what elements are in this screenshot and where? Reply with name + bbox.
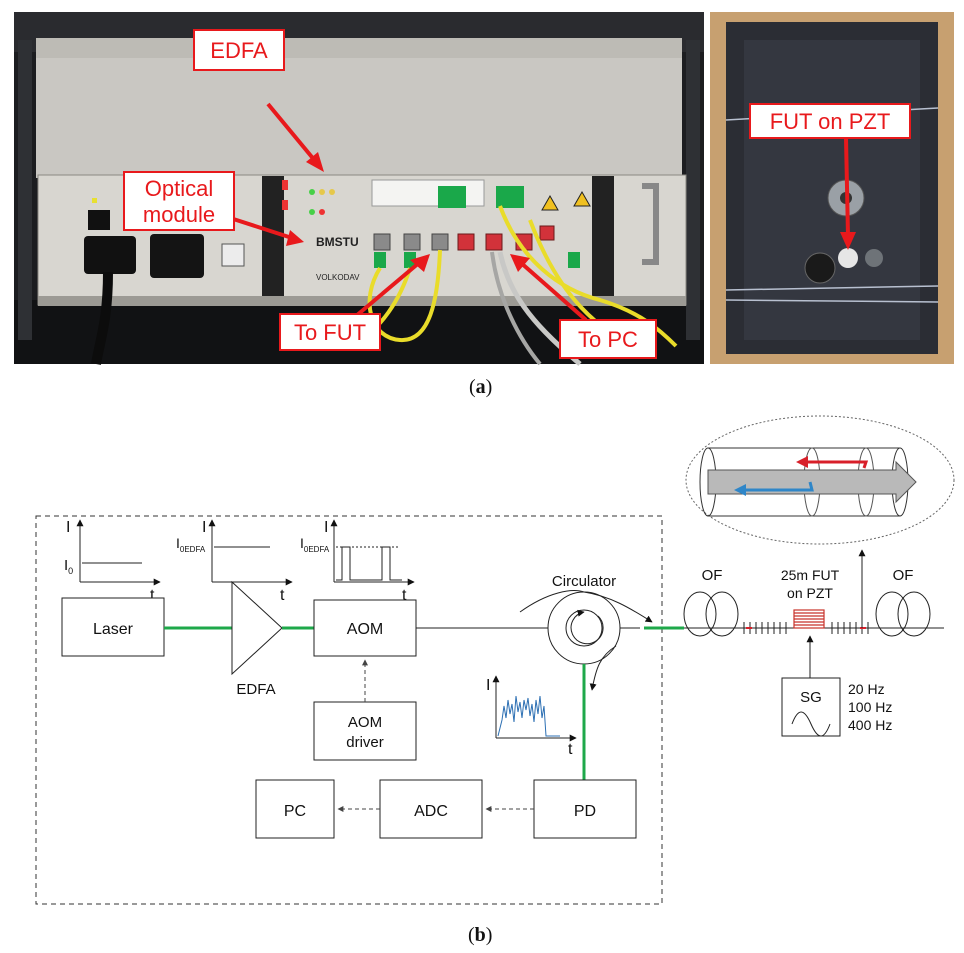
- zoom-inset: [685, 415, 955, 545]
- label-to-fut: To FUT: [294, 320, 366, 345]
- plot-edfa-output: [208, 519, 293, 586]
- sg-freq-3: 400 Hz: [848, 717, 892, 733]
- plot-edfa-x: t: [280, 587, 285, 604]
- plot-aom-level: I0EDFA: [300, 535, 330, 554]
- panel-printed-text: BMSTU VOLKODAV: [316, 235, 360, 282]
- plot-edfa-level: I0EDFA: [176, 535, 206, 554]
- fut-label-1: 25m FUT: [781, 567, 840, 583]
- label-optical-module-2: module: [143, 202, 215, 227]
- rack-photo: [14, 12, 704, 366]
- aom-block: [313, 599, 417, 657]
- aom-driver-label-2: driver: [346, 734, 384, 751]
- laser-block: [61, 597, 165, 657]
- pc-label: PC: [284, 803, 306, 820]
- laser-label: Laser: [93, 621, 134, 638]
- pd-block: [533, 779, 637, 839]
- label-fut-on-pzt: FUT on PZT: [770, 109, 891, 134]
- label-bmstu: BMSTU: [316, 235, 359, 249]
- callout-labels: EDFA Optical module To FUT To PC FUT on …: [123, 29, 911, 359]
- of-right-label: OF: [893, 567, 914, 584]
- plot-aom-x: t: [402, 587, 407, 604]
- sg-block: [781, 677, 841, 737]
- pd-label: PD: [574, 803, 596, 820]
- plot-pd-x: t: [568, 741, 573, 758]
- plot-laser-output: [76, 519, 161, 586]
- aom-driver-label-1: AOM: [348, 714, 382, 731]
- aom-label: AOM: [347, 621, 383, 638]
- sg-freq-1: 20 Hz: [848, 681, 885, 697]
- plot-pd-y: I: [486, 677, 490, 694]
- pzt-coil: [793, 609, 825, 629]
- sg-label: SG: [800, 689, 822, 706]
- plot-laser-level: I0: [64, 557, 73, 576]
- foam-box-photo: [710, 12, 954, 364]
- adc-label: ADC: [414, 803, 448, 820]
- interrogator-enclosure: [35, 515, 663, 905]
- fiber-spool-left: [683, 591, 739, 637]
- plot-aom-output: [330, 519, 415, 586]
- label-volkodav: VOLKODAV: [316, 273, 360, 282]
- photo-panel-a: EDFA Optical module To FUT To PC FUT on …: [14, 12, 954, 366]
- schematic-panel-b: I I0 t I I0EDFA t I I0EDFA t Laser EDFA …: [35, 415, 955, 905]
- caption-b: (b): [468, 924, 493, 946]
- label-optical-module-1: Optical: [145, 176, 213, 201]
- fiber-spool-right: [875, 591, 931, 637]
- edfa-label: EDFA: [236, 681, 275, 698]
- pc-block: [255, 779, 335, 839]
- sg-freq-2: 100 Hz: [848, 699, 892, 715]
- adc-block: [379, 779, 483, 839]
- of-left-label: OF: [702, 567, 723, 584]
- aom-driver-block: [313, 701, 417, 761]
- sine-wave-icon: [791, 711, 831, 737]
- plot-aom-y: I: [324, 519, 328, 536]
- caption-a: (a): [469, 376, 493, 398]
- plot-edfa-y: I: [202, 519, 206, 536]
- plot-laser-y: I: [66, 519, 70, 536]
- fut-label-2: on PZT: [787, 585, 833, 601]
- edfa-amplifier: [231, 580, 283, 676]
- plot-pd-trace: [492, 675, 577, 742]
- plot-laser-x: t: [150, 587, 155, 604]
- callout-arrows: [223, 102, 856, 322]
- label-edfa: EDFA: [210, 38, 268, 63]
- circulator: [519, 590, 653, 691]
- circulator-label: Circulator: [552, 573, 616, 590]
- label-to-pc: To PC: [578, 327, 638, 352]
